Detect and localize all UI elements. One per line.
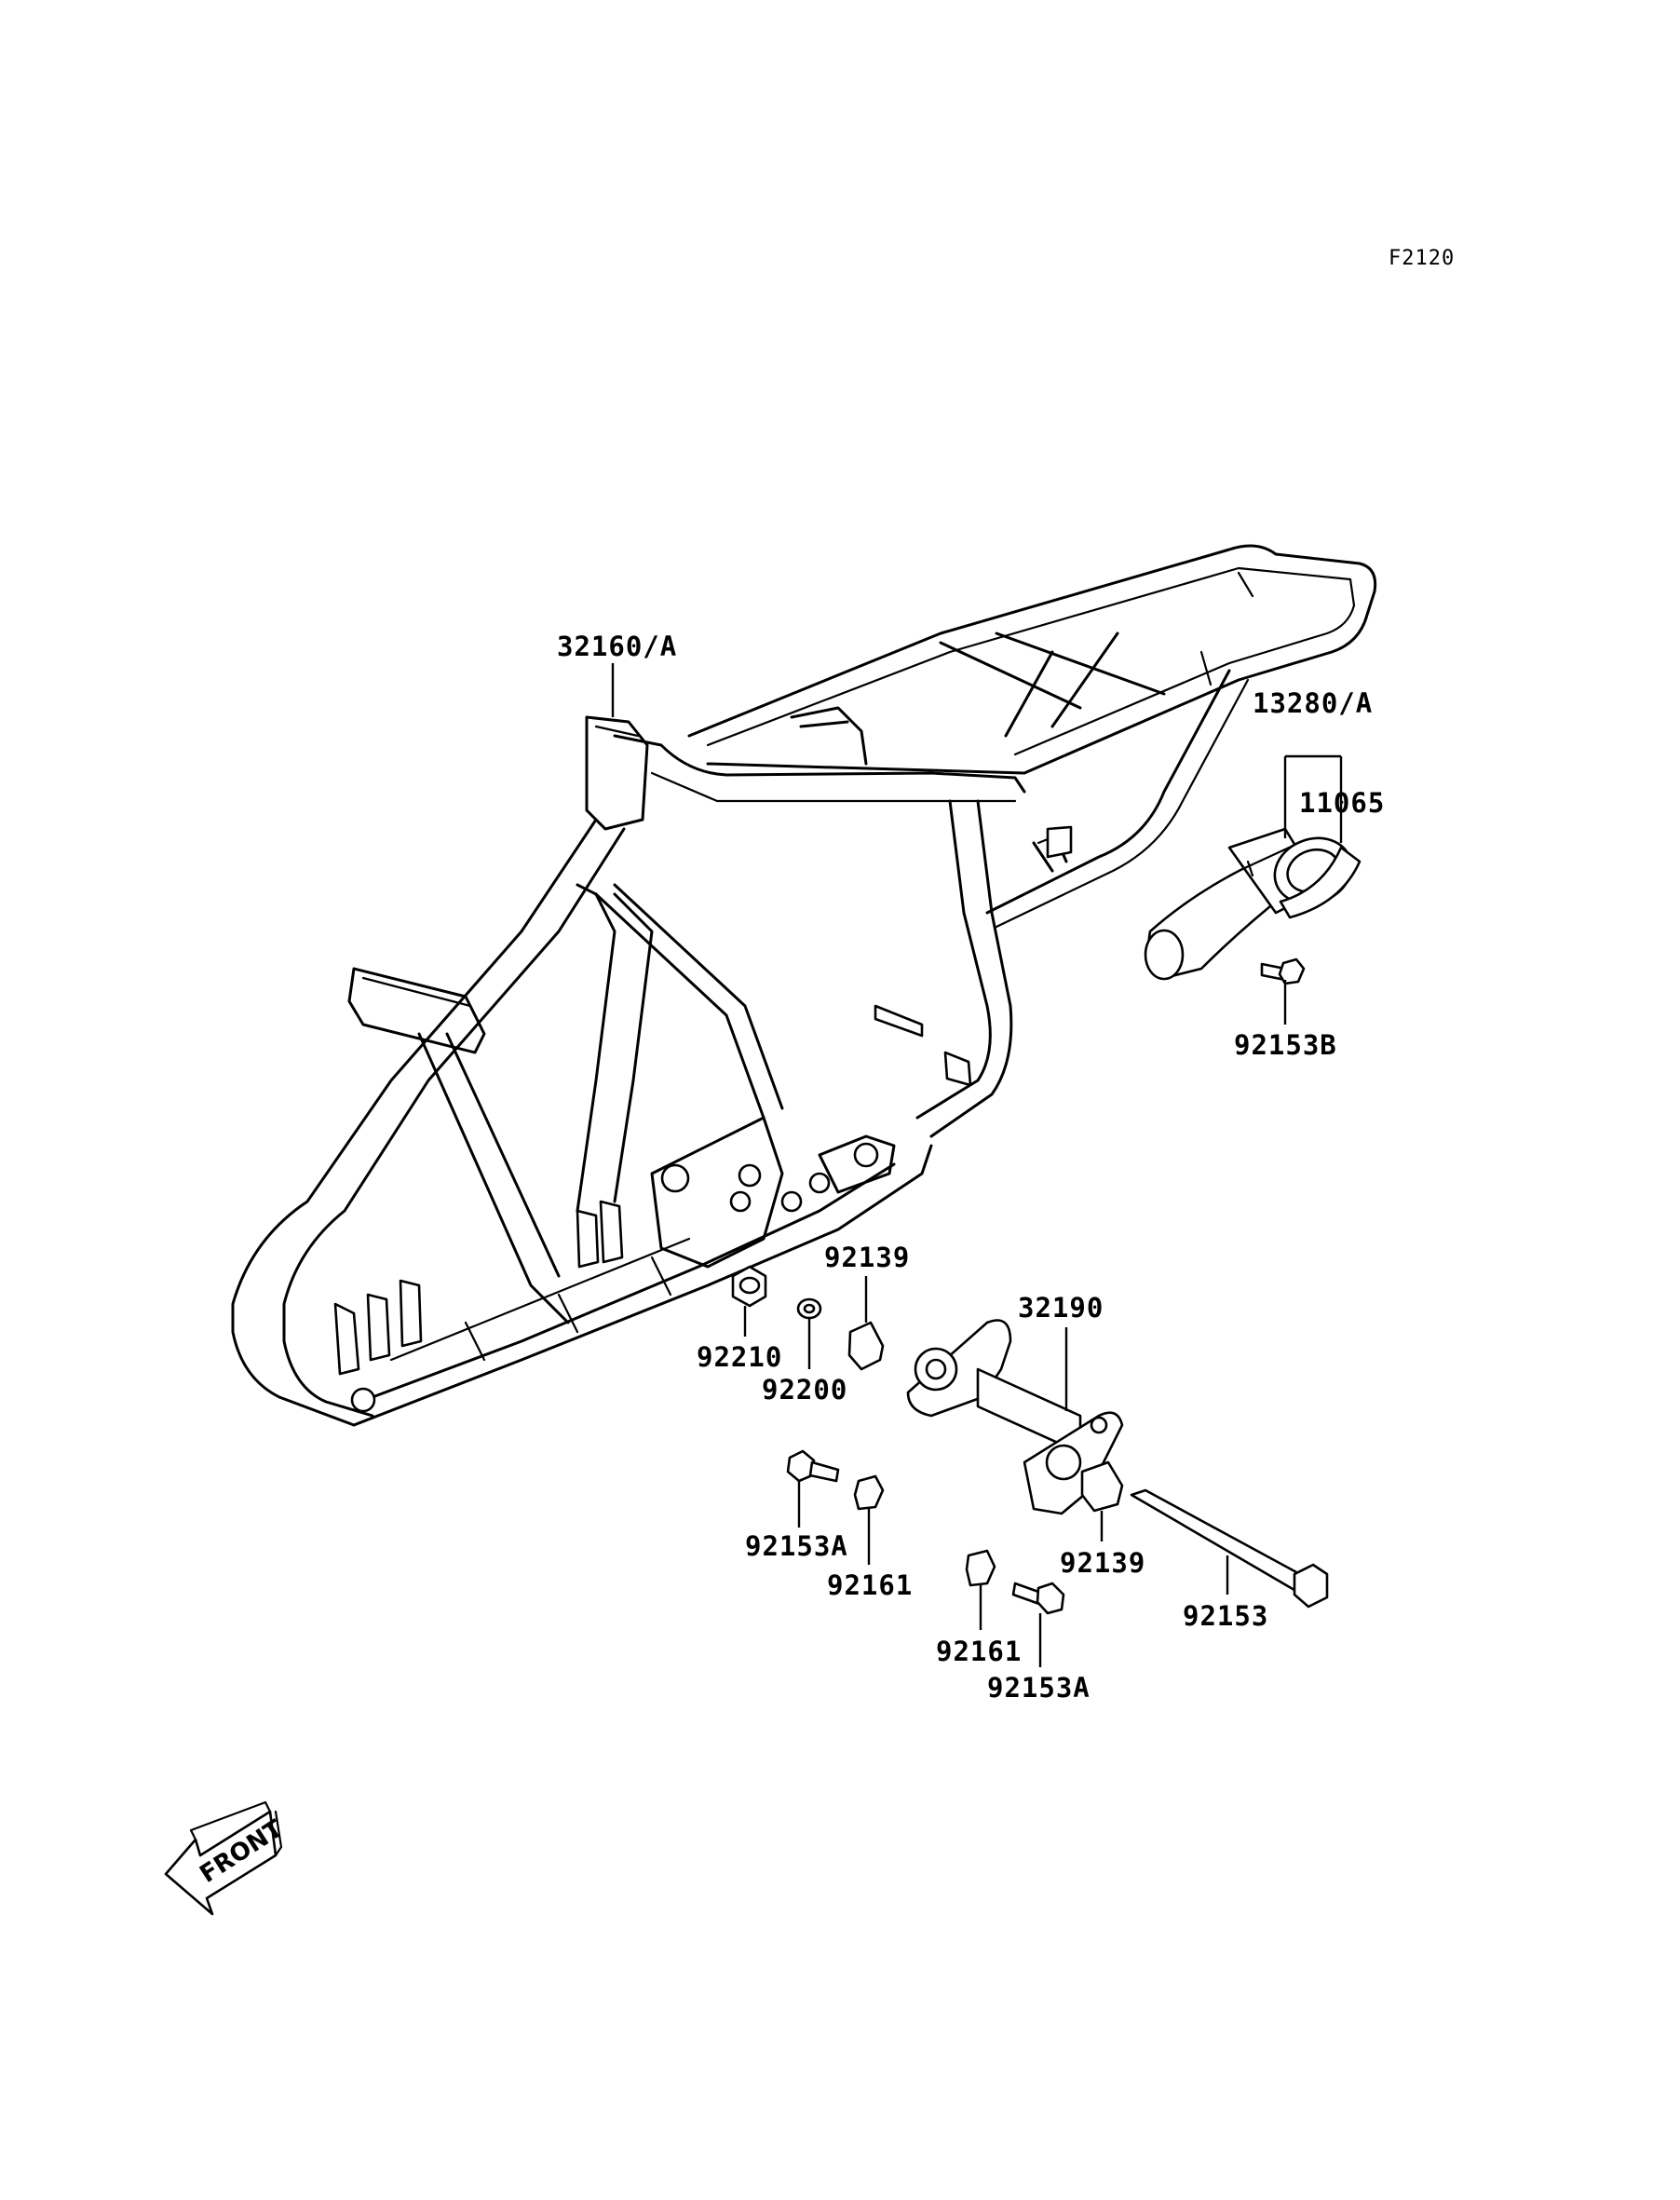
collar-icon-right (965, 1549, 996, 1587)
flange-bolt-icon-right (1036, 1582, 1065, 1615)
hardware-drawings (731, 1265, 1329, 1615)
bushing-icon (847, 1321, 885, 1371)
starter-motor-drawing (1144, 827, 1362, 985)
long-bolt-icon (1130, 1488, 1310, 1595)
label-92153: 92153 (1183, 1600, 1268, 1632)
label-13280A: 13280/A (1253, 687, 1373, 719)
label-32190: 32190 (1018, 1292, 1104, 1324)
bushing-icon-lower (1080, 1460, 1124, 1513)
part-labels: 32160/A 13280/A 11065 92153B 92139 92210… (557, 631, 1385, 1704)
engine-bracket-drawing (906, 1319, 1124, 1515)
label-92200: 92200 (762, 1374, 847, 1406)
frame-drawing (231, 544, 1377, 1427)
collar-icon (853, 1474, 885, 1511)
label-92153A-right: 92153A (987, 1672, 1091, 1704)
label-92210: 92210 (697, 1341, 782, 1373)
label-92153B: 92153B (1234, 1029, 1337, 1061)
label-32160A: 32160/A (557, 631, 677, 662)
label-92153A-left: 92153A (745, 1530, 848, 1562)
label-92139-upper: 92139 (824, 1242, 910, 1273)
label-92161-left: 92161 (827, 1569, 913, 1601)
leader-lines (611, 663, 1343, 1667)
label-92139-lower: 92139 (1060, 1547, 1145, 1579)
front-direction-arrow-icon: FRONT (164, 1800, 288, 1916)
label-11065: 11065 (1299, 787, 1385, 819)
figure-code: F2120 (1389, 247, 1455, 270)
label-92161-right: 92161 (936, 1636, 1022, 1667)
